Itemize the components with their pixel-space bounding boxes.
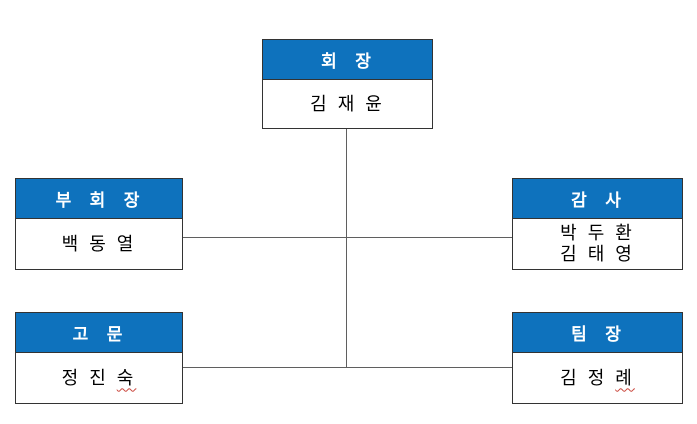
org-node-vice-chairman[interactable]: 부 회 장 백 동 열	[15, 178, 183, 270]
node-title-team-leader: 팀 장	[513, 313, 682, 353]
node-member-team-leader-head: 김 정	[560, 367, 616, 388]
node-title-auditor: 감 사	[513, 179, 682, 219]
connector-bottom-row	[183, 367, 512, 368]
node-member-vice-chairman: 백 동 열	[61, 233, 137, 254]
node-title-vice-chairman: 부 회 장	[16, 179, 182, 219]
org-node-advisor[interactable]: 고 문 정 진 숙	[15, 312, 183, 404]
node-title-advisor: 고 문	[16, 313, 182, 353]
node-title-chairman: 회 장	[263, 40, 432, 80]
connector-middle-row	[183, 237, 512, 238]
node-member-auditor-1: 박 두 환	[560, 223, 635, 243]
node-member-chairman: 김 재 윤	[310, 93, 385, 114]
node-member-advisor: 정 진 숙	[62, 368, 137, 389]
node-member-team-leader: 김 정 례	[560, 368, 635, 389]
node-member-advisor-head: 정 진	[61, 367, 117, 388]
node-member-advisor-misspelled: 숙	[116, 367, 137, 388]
org-node-auditor[interactable]: 감 사 박 두 환 김 태 영	[512, 178, 683, 270]
node-member-team-leader-misspelled: 례	[615, 367, 635, 388]
node-member-auditor-2: 김 태 영	[560, 244, 635, 264]
connector-chairman-vertical	[346, 129, 347, 367]
org-node-chairman[interactable]: 회 장 김 재 윤	[262, 39, 433, 129]
org-node-team-leader[interactable]: 팀 장 김 정 례	[512, 312, 683, 404]
